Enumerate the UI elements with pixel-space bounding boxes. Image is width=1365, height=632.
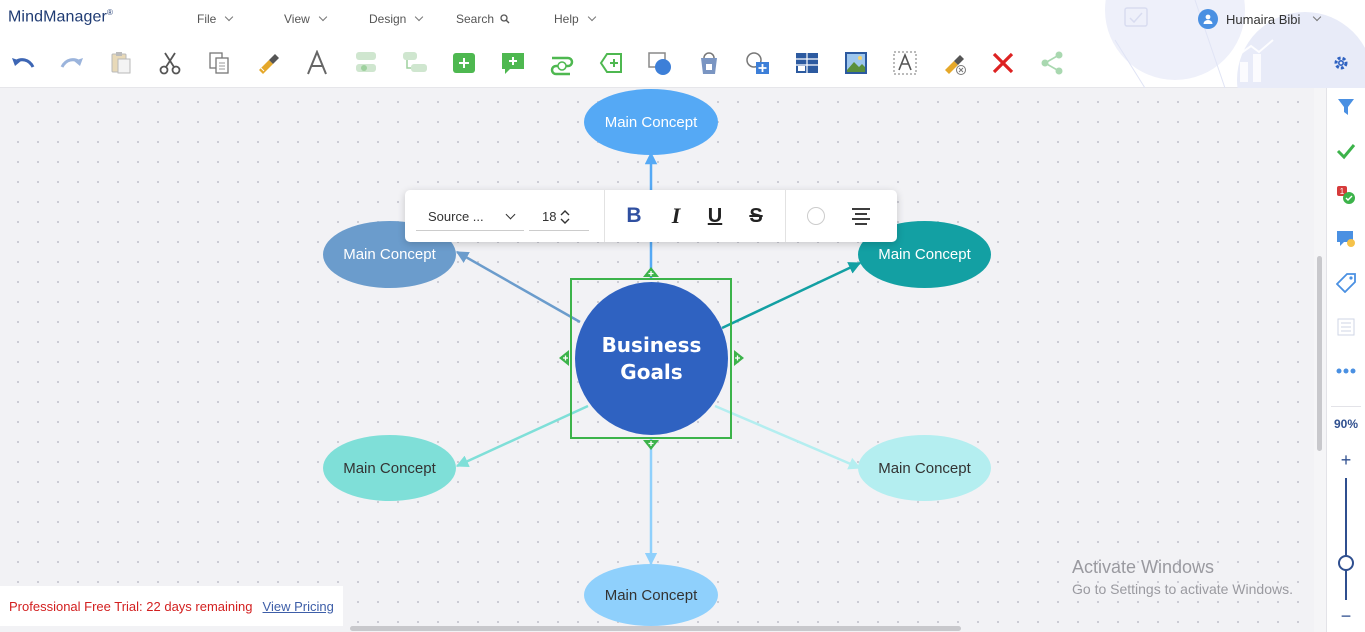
menu-view[interactable]: View bbox=[284, 12, 328, 26]
view-pricing-link[interactable]: View Pricing bbox=[262, 598, 334, 614]
share-icon[interactable] bbox=[1037, 48, 1067, 78]
watermark-title: Activate Windows bbox=[1072, 557, 1215, 577]
delete-icon[interactable] bbox=[988, 48, 1018, 78]
topic-lower-right[interactable]: Main Concept bbox=[858, 435, 991, 501]
horizontal-scrollbar-thumb[interactable] bbox=[350, 626, 961, 631]
add-topic-handle-right-icon[interactable] bbox=[734, 349, 746, 367]
add-topic-handle-top-icon[interactable] bbox=[642, 265, 660, 277]
task-check-icon[interactable] bbox=[1335, 140, 1357, 162]
top-bar: MindManager® File View Design Search Hel… bbox=[0, 0, 1365, 88]
chevron-down-icon bbox=[415, 12, 424, 22]
add-topic-handle-bottom-icon[interactable] bbox=[642, 440, 660, 452]
trial-text: Professional Free Trial: 22 days remaini… bbox=[9, 598, 253, 614]
text-color-button[interactable] bbox=[807, 207, 825, 225]
activate-windows-watermark: Activate Windows Go to Settings to activ… bbox=[1072, 557, 1293, 597]
connector-lines bbox=[455, 151, 862, 566]
text-style-icon[interactable] bbox=[302, 48, 332, 78]
underline-button[interactable]: U bbox=[707, 205, 723, 227]
divider bbox=[604, 190, 605, 242]
bold-button[interactable]: B bbox=[626, 204, 642, 227]
central-topic-selection bbox=[570, 278, 732, 439]
more-icon[interactable] bbox=[1335, 360, 1357, 382]
watermark-subtitle: Go to Settings to activate Windows. bbox=[1072, 581, 1293, 597]
central-topic-label-line1: Business bbox=[601, 332, 702, 357]
right-panel: 1 90% + − bbox=[1326, 88, 1365, 632]
chevron-down-icon bbox=[1313, 12, 1322, 22]
add-topic-icon[interactable] bbox=[400, 48, 430, 78]
strikethrough-button[interactable]: S bbox=[749, 205, 763, 227]
zoom-out-button[interactable]: − bbox=[1340, 606, 1352, 626]
stepper-arrows-icon[interactable] bbox=[560, 208, 570, 226]
text-box-icon[interactable] bbox=[890, 48, 920, 78]
text-format-toolbar: Source ... 18 B I U S bbox=[405, 190, 897, 242]
font-family-select[interactable]: Source ... bbox=[416, 203, 524, 231]
search-icon bbox=[500, 14, 510, 24]
chevron-down-icon bbox=[505, 209, 516, 220]
zoom-slider-track[interactable] bbox=[1345, 478, 1347, 600]
add-callout-icon[interactable] bbox=[449, 48, 479, 78]
chevron-down-icon bbox=[587, 12, 596, 22]
add-image-shape-icon[interactable] bbox=[743, 48, 773, 78]
add-comment-icon[interactable] bbox=[498, 48, 528, 78]
topic-label: Main Concept bbox=[604, 586, 698, 604]
insert-image-icon[interactable] bbox=[841, 48, 871, 78]
central-topic[interactable]: Business Goals bbox=[575, 282, 728, 435]
menu-help[interactable]: Help bbox=[554, 12, 596, 26]
cut-icon[interactable] bbox=[155, 48, 185, 78]
topic-bottom[interactable]: Main Concept bbox=[584, 564, 718, 626]
topic-label: Main Concept bbox=[343, 459, 436, 477]
user-menu[interactable]: Humaira Bibi bbox=[1198, 9, 1322, 29]
insert-table-icon[interactable] bbox=[792, 48, 822, 78]
add-subtopic-icon[interactable] bbox=[351, 48, 381, 78]
topic-label: Main Concept bbox=[878, 246, 971, 263]
user-avatar-icon bbox=[1198, 9, 1218, 29]
add-topic-handle-left-icon[interactable] bbox=[557, 349, 569, 367]
zoom-slider-thumb[interactable] bbox=[1338, 555, 1354, 572]
shape-icon[interactable] bbox=[645, 48, 675, 78]
clear-format-icon[interactable] bbox=[939, 48, 969, 78]
map-canvas[interactable]: Main Concept Main Concept Main Concept M… bbox=[0, 88, 1313, 626]
undo-icon[interactable] bbox=[8, 48, 38, 78]
font-family-value: Source ... bbox=[428, 209, 484, 224]
align-icon[interactable] bbox=[851, 207, 871, 225]
central-topic-label-line2: Goals bbox=[620, 359, 683, 384]
scrollbar-thumb[interactable] bbox=[1317, 256, 1322, 451]
user-name: Humaira Bibi bbox=[1226, 11, 1301, 27]
zoom-in-button[interactable]: + bbox=[1340, 450, 1352, 470]
font-size-stepper[interactable]: 18 bbox=[529, 203, 589, 231]
trial-banner: Professional Free Trial: 22 days remaini… bbox=[0, 586, 343, 626]
topic-label: Main Concept bbox=[604, 113, 698, 131]
paste-icon[interactable] bbox=[106, 48, 136, 78]
divider bbox=[785, 190, 786, 242]
topic-label: Main Concept bbox=[878, 459, 971, 477]
settings-gear-icon[interactable] bbox=[1330, 52, 1352, 74]
fill-icon[interactable] bbox=[694, 48, 724, 78]
svg-text:1: 1 bbox=[1340, 187, 1345, 196]
vertical-scrollbar[interactable] bbox=[1314, 88, 1326, 632]
italic-button[interactable]: I bbox=[671, 203, 681, 228]
redo-icon[interactable] bbox=[57, 48, 87, 78]
chevron-down-icon bbox=[318, 12, 328, 22]
tag-icon[interactable] bbox=[1335, 272, 1357, 294]
zoom-level: 90% bbox=[1333, 417, 1359, 431]
list-icon[interactable] bbox=[1335, 316, 1357, 338]
menu-search[interactable]: Search bbox=[456, 12, 510, 26]
topic-top[interactable]: Main Concept bbox=[584, 89, 718, 155]
copy-icon[interactable] bbox=[204, 48, 234, 78]
menu-design[interactable]: Design bbox=[369, 12, 424, 26]
filter-icon[interactable] bbox=[1335, 96, 1357, 118]
app-logo[interactable]: MindManager® bbox=[0, 0, 158, 38]
font-size-value: 18 bbox=[542, 209, 557, 224]
menu-file[interactable]: File bbox=[197, 12, 234, 26]
add-boundary-icon[interactable] bbox=[596, 48, 626, 78]
topic-lower-left[interactable]: Main Concept bbox=[323, 435, 456, 501]
topic-label: Main Concept bbox=[343, 246, 436, 263]
chevron-down-icon bbox=[225, 12, 234, 22]
format-painter-icon[interactable] bbox=[253, 48, 283, 78]
comment-icon[interactable] bbox=[1335, 228, 1357, 250]
divider bbox=[1331, 406, 1361, 407]
priority-icon[interactable]: 1 bbox=[1335, 184, 1357, 206]
add-relationship-icon[interactable] bbox=[547, 48, 577, 78]
